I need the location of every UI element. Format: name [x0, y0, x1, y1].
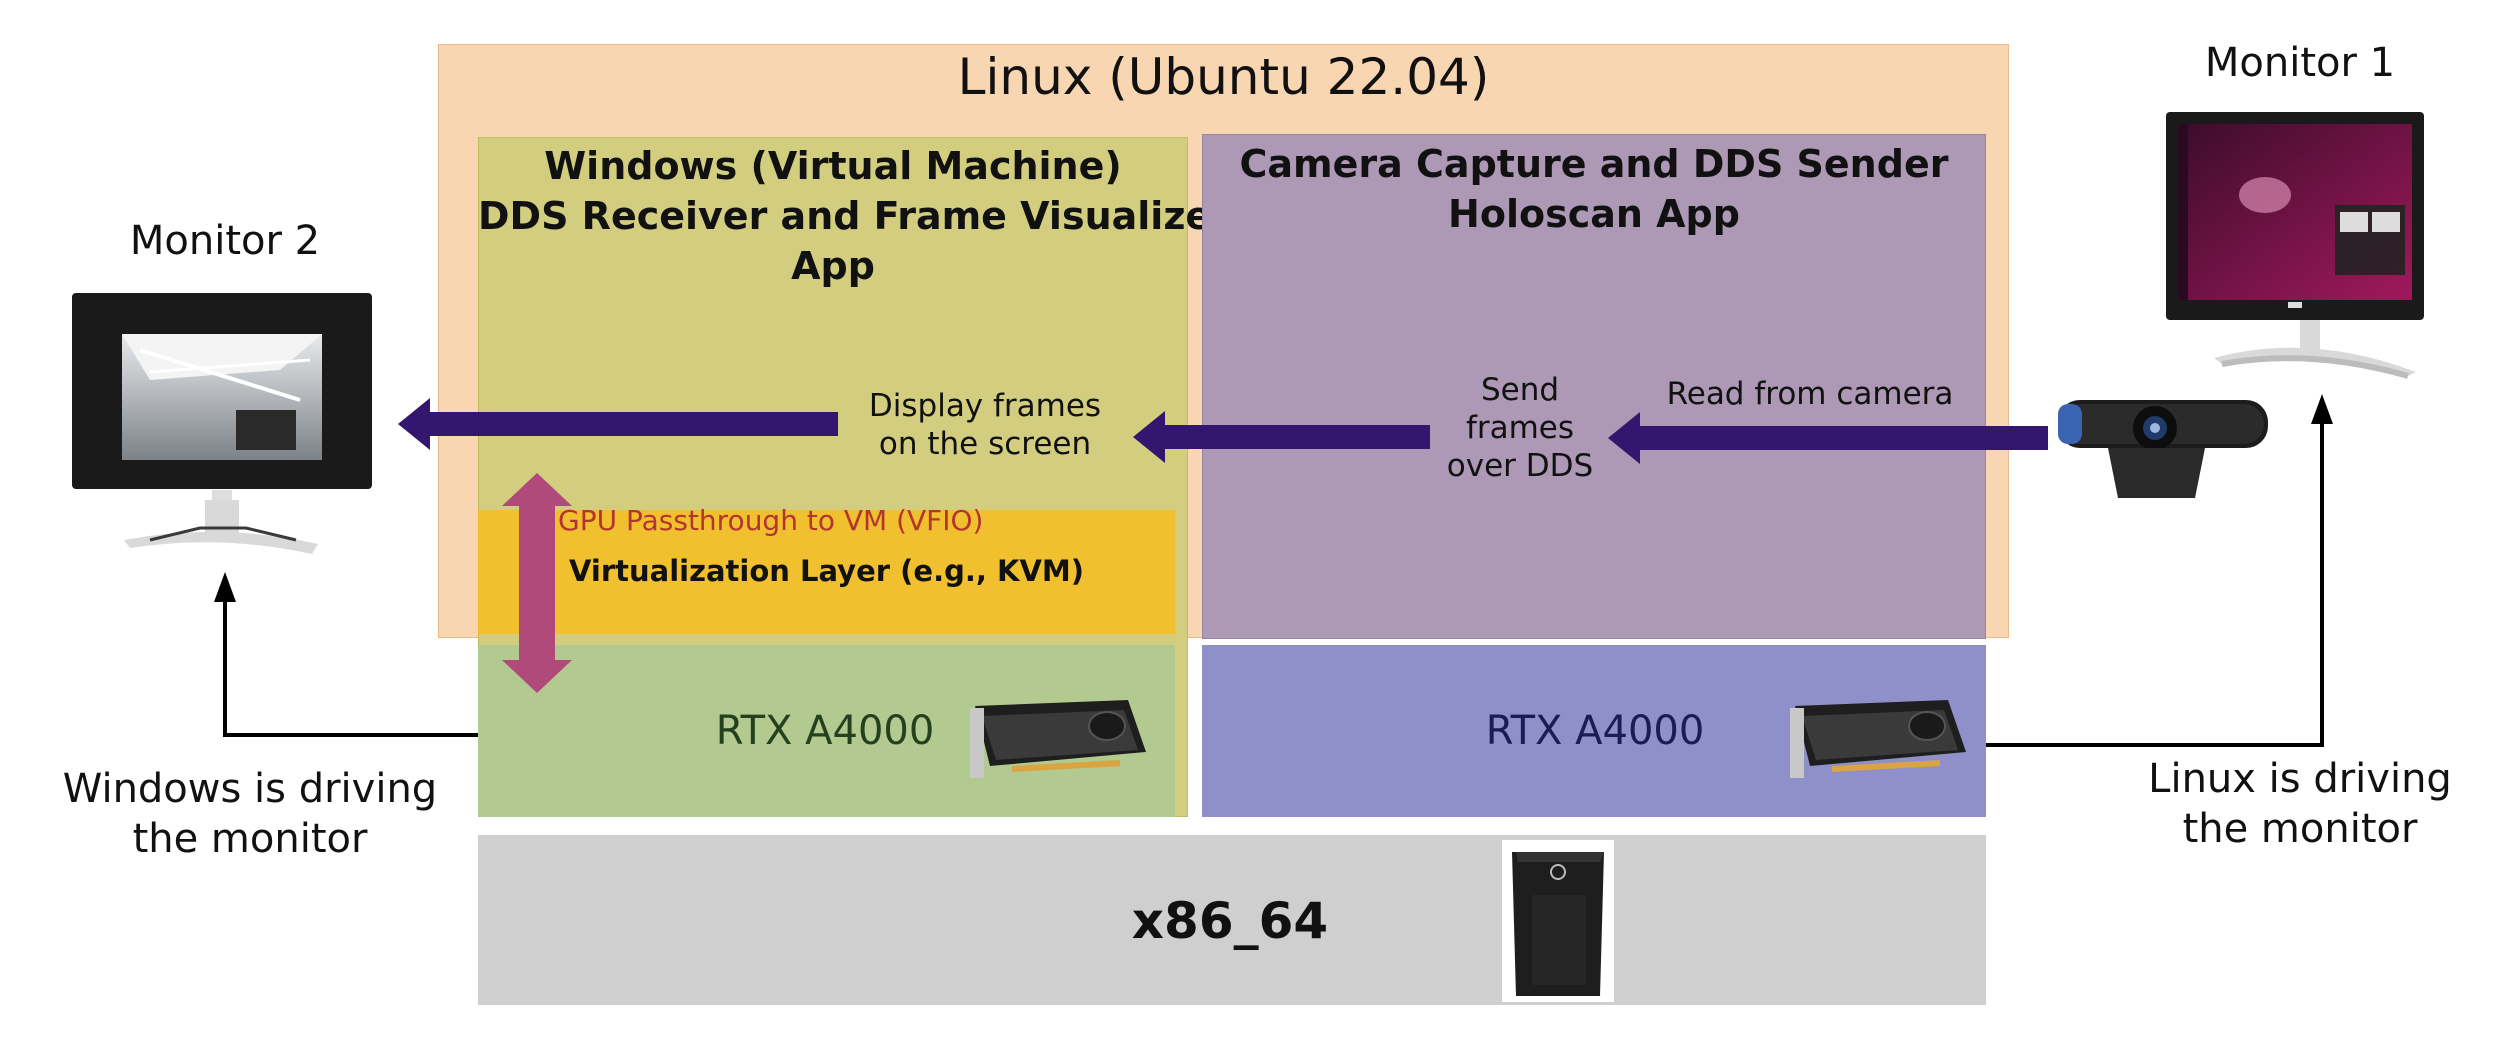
passthrough-label: GPU Passthrough to VM (VFIO)	[558, 504, 984, 537]
virtualization-layer-label: Virtualization Layer (e.g., KVM)	[568, 554, 1085, 588]
linux-caption-line1: Linux is driving	[2148, 756, 2452, 802]
linux-caption-line2: the monitor	[2182, 806, 2418, 852]
holoscan-app-title-line1: Camera Capture and DDS Sender	[1239, 142, 1949, 186]
step-read-camera-label: Read from camera	[1666, 376, 1954, 412]
windows-vm-title-line2: DDS Receiver and Frame Visualizer	[478, 194, 1230, 238]
holoscan-app-panel	[1202, 134, 1986, 639]
step-send-frames-line2: frames	[1465, 410, 1575, 446]
gpu-left-label: RTX A4000	[715, 708, 935, 754]
passthrough-double-arrow	[502, 473, 572, 693]
desktop-tower-icon	[1502, 840, 1614, 1002]
flow-arrow-read-camera	[1608, 412, 2048, 464]
windows-caption-line2: the monitor	[132, 816, 368, 862]
flow-arrow-display-frames	[398, 398, 838, 450]
step-display-frames-line2: on the screen	[878, 426, 1092, 462]
platform-label: x86_64	[1131, 892, 1329, 950]
connector-linux-arrowhead	[2311, 394, 2333, 424]
holoscan-app-title-line2: Holoscan App	[1448, 192, 1740, 236]
gpu-card-left-icon	[970, 700, 1146, 778]
windows-vm-title-line3: App	[791, 244, 875, 288]
step-send-frames-line3: over DDS	[1446, 448, 1594, 484]
connector-windows-arrowhead	[214, 572, 236, 602]
monitor1-icon	[2166, 112, 2424, 379]
step-send-frames-line1: Send	[1480, 372, 1560, 408]
linux-host-title: Linux (Ubuntu 22.04)	[957, 48, 1490, 106]
platform-panel	[478, 835, 1986, 1005]
webcam-icon	[2058, 400, 2268, 498]
gpu-right-label: RTX A4000	[1485, 708, 1705, 754]
monitor1-label: Monitor 1	[2204, 40, 2396, 86]
flow-arrow-send-frames	[1133, 411, 1430, 463]
connector-windows-monitor	[223, 590, 478, 737]
gpu-card-right-icon	[1790, 700, 1966, 778]
connector-linux-monitor	[1986, 410, 2324, 747]
virtualization-layer-panel	[478, 510, 1175, 634]
windows-vm-title-line1: Windows (Virtual Machine)	[544, 144, 1122, 188]
monitor2-label: Monitor 2	[129, 218, 321, 264]
step-display-frames-line1: Display frames	[868, 388, 1102, 424]
windows-caption-line1: Windows is driving	[62, 766, 438, 812]
monitor2-icon	[72, 293, 372, 554]
